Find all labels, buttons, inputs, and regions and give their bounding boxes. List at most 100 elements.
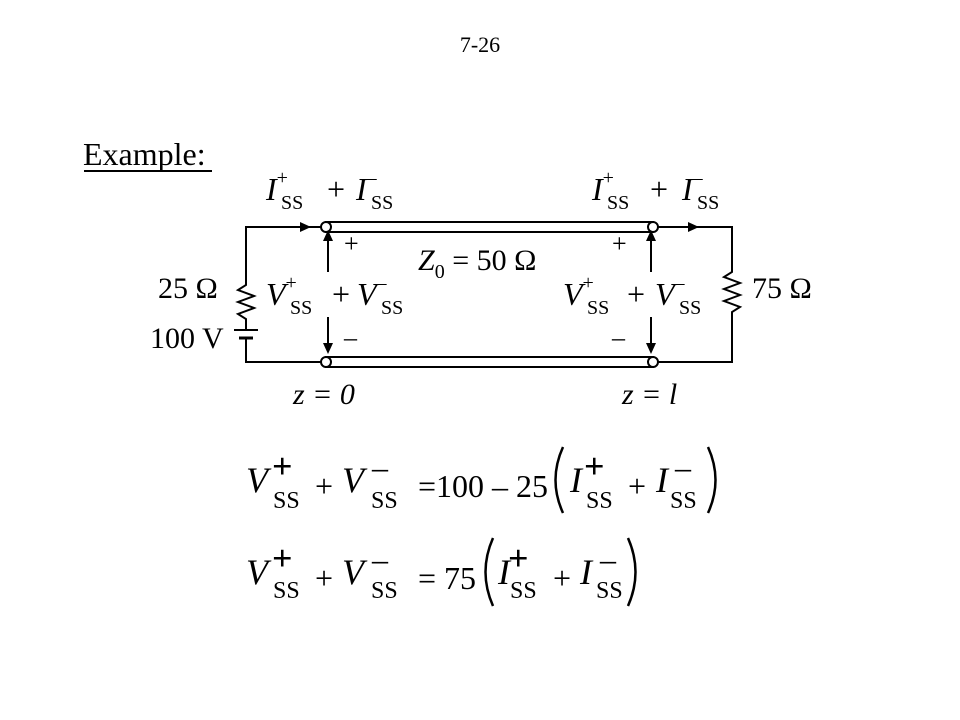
voltage-symbol: V: [266, 276, 289, 312]
polarity-minus-right: –: [611, 323, 626, 352]
subscript-ss: SS: [371, 578, 398, 604]
current-symbol: I: [591, 171, 604, 207]
current-arrow-left: [300, 222, 311, 232]
voltage-symbol: V: [563, 276, 586, 312]
equation-1: V + SS + V – SS =100 – 25 I + SS + I – S…: [246, 446, 717, 514]
polarity-minus-left: –: [343, 323, 358, 352]
load-wire-bottom: [653, 318, 733, 363]
equation-1-open-paren: [554, 446, 565, 514]
sum-sign: +: [315, 468, 333, 504]
source-wire-top: [245, 226, 326, 267]
source-wire-bottom: [245, 338, 326, 363]
polarity-plus-right: +: [612, 229, 627, 258]
current-symbol: I: [655, 460, 670, 500]
arrowhead-right-up: [646, 230, 656, 241]
terminal-top-right: [647, 221, 659, 233]
subscript-ss: SS: [510, 578, 537, 604]
terminal-top-left: [320, 221, 332, 233]
superscript-plus: +: [584, 446, 605, 486]
current-symbol: I: [579, 552, 594, 592]
svg-text:I–: I–: [355, 167, 378, 207]
subscript-ss: SS: [381, 297, 403, 319]
superscript-plus: +: [603, 167, 614, 189]
voltage-symbol: V: [246, 552, 272, 592]
subscript-ss: SS: [587, 297, 609, 319]
equation-2-rhs: = 75: [418, 560, 476, 596]
superscript-minus: –: [371, 541, 389, 577]
voltage-expression-right: V+ SS + V– SS: [563, 272, 701, 319]
terminal-label-right: z = l: [621, 378, 677, 411]
equation-2: V + SS + V – SS = 75 I + SS + I – SS: [246, 537, 637, 607]
load-resistor-75: [721, 267, 743, 318]
superscript-minus: –: [692, 167, 704, 189]
source-resistor-label: 25 Ω: [158, 272, 218, 305]
terminal-label-left: z = 0: [292, 378, 355, 411]
superscript-minus: –: [371, 449, 389, 485]
subscript-ss: SS: [679, 297, 701, 319]
line-bottom-conductor: [325, 356, 654, 368]
svg-text:I–: I–: [681, 167, 704, 207]
current-symbol: I: [355, 171, 368, 207]
arrowheads: [300, 222, 699, 354]
equation-1-rhs: =100 – 25: [418, 468, 548, 504]
current-arrow-right: [688, 222, 699, 232]
z0-symbol: Z: [418, 244, 435, 277]
sum-sign: +: [627, 276, 645, 312]
subscript-ss: SS: [670, 488, 697, 514]
voltage-symbol: V: [246, 460, 272, 500]
current-symbol: I: [681, 171, 694, 207]
svg-text:V+: V+: [563, 272, 594, 312]
superscript-minus: –: [376, 272, 388, 294]
subscript-ss: SS: [273, 578, 300, 604]
arrowhead-left-up: [323, 230, 333, 241]
subscript-ss: SS: [607, 192, 629, 214]
subscript-ss: SS: [281, 192, 303, 214]
example-heading-text: Example: [83, 136, 197, 172]
arrowhead-right-down: [646, 343, 656, 354]
subscript-ss: SS: [586, 488, 613, 514]
superscript-plus: +: [272, 446, 293, 486]
subscript-ss: SS: [273, 488, 300, 514]
superscript-minus: –: [599, 541, 617, 577]
subscript-ss: SS: [596, 578, 623, 604]
superscript-minus: –: [674, 449, 692, 485]
equation-2-close-paren: [626, 537, 637, 607]
svg-text:V+: V+: [266, 272, 297, 312]
line-impedance-label: Z0 = 50 Ω: [418, 244, 536, 283]
current-expression-right: I+ SS + I– SS: [591, 167, 719, 214]
circuit-diagram: [234, 221, 743, 368]
current-expression-left: I+ SS + I– SS: [265, 167, 393, 214]
sum-sign: +: [628, 468, 646, 504]
z0-value: = 50 Ω: [445, 244, 537, 277]
polarity-plus-left: +: [344, 229, 359, 258]
superscript-minus: –: [366, 167, 378, 189]
svg-text:I+: I+: [265, 167, 288, 207]
superscript-plus: +: [277, 167, 288, 189]
sum-sign: +: [650, 171, 668, 207]
current-symbol: I: [497, 552, 512, 592]
svg-text:V–: V–: [655, 272, 686, 312]
line-top-conductor: [325, 221, 654, 233]
subscript-ss: SS: [371, 192, 393, 214]
example-heading: Example:: [83, 136, 206, 172]
example-heading-colon: :: [197, 136, 206, 172]
superscript-minus: –: [674, 272, 686, 294]
subscript-ss: SS: [697, 192, 719, 214]
current-symbol: I: [569, 460, 584, 500]
superscript-plus: +: [508, 538, 529, 578]
page-number: 7-26: [460, 32, 500, 57]
svg-text:I+: I+: [591, 167, 614, 207]
equation-1-close-paren: [706, 446, 717, 514]
subscript-ss: SS: [371, 488, 398, 514]
sum-sign: +: [327, 171, 345, 207]
voltage-expression-left: V+ SS + V – SS: [266, 272, 403, 319]
subscript-ss: SS: [290, 297, 312, 319]
equation-2-open-paren: [484, 537, 495, 607]
voltage-symbol: V: [342, 552, 368, 592]
terminal-bottom-right: [647, 356, 659, 368]
sum-sign: +: [553, 560, 571, 596]
sum-sign: +: [332, 276, 350, 312]
superscript-plus: +: [583, 272, 594, 294]
load-resistor-label: 75 Ω: [752, 272, 812, 305]
